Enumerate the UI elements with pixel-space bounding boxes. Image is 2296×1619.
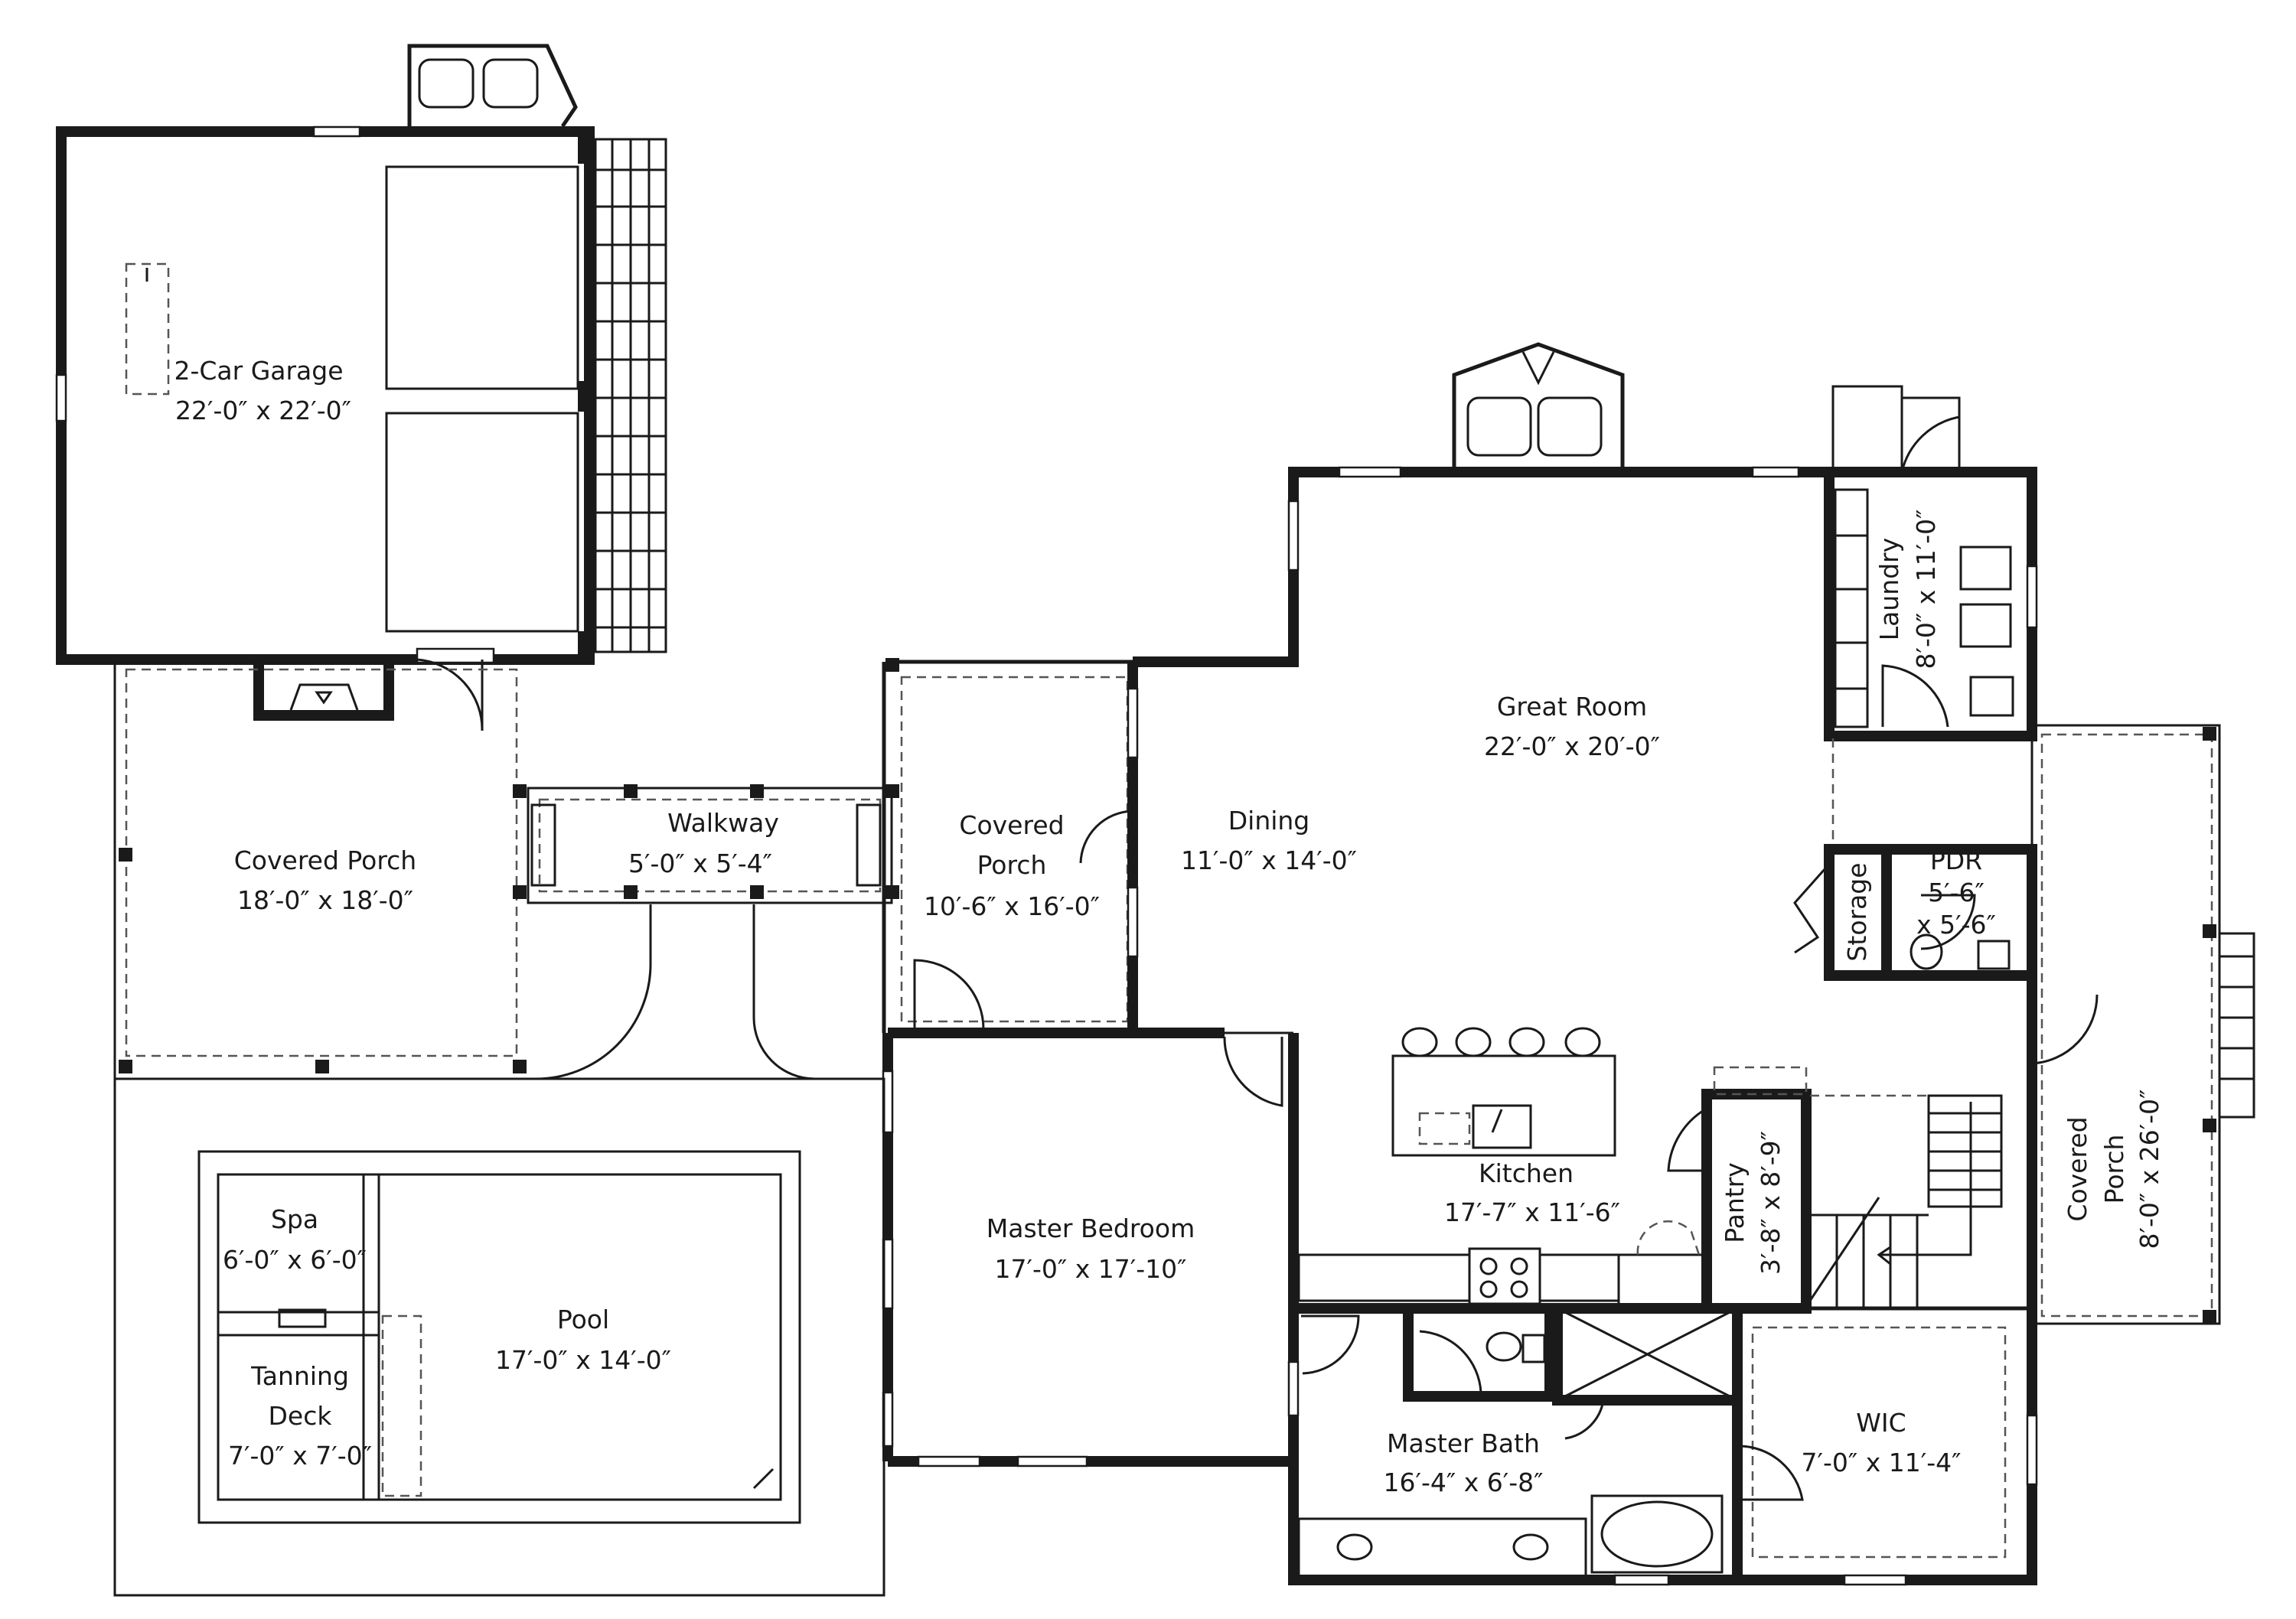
porch-mid-dims: 10′-6″ x 16′-0″ [924, 891, 1100, 921]
pool-name: Pool [557, 1305, 609, 1334]
garage: 2-Car Garage 22′-0″ x 22′-0″ [55, 44, 667, 665]
covered-porch-left: Covered Porch 18′-0″ x 18′-0″ [113, 660, 536, 1080]
wic-dims: 7′-0″ x 11′-4″ [1802, 1448, 1962, 1477]
storage-name: Storage [1842, 862, 1872, 961]
pool-dims: 17′-0″ x 14′-0″ [495, 1345, 671, 1375]
porch-mid-name-1: Covered [959, 810, 1064, 840]
garage-dims: 22′-0″ x 22′-0″ [175, 396, 351, 425]
master-bath: Master Bath 16′-4″ x 6′-8″ [1293, 1303, 2032, 1580]
master-bath-name: Master Bath [1387, 1428, 1540, 1458]
porch-left-dims: 18′-0″ x 18′-0″ [237, 885, 413, 915]
dining-name: Dining [1228, 806, 1310, 836]
pool-area: Spa 6′-0″ x 6′-0″ Tanning Deck 7′-0″ x 7… [113, 1077, 885, 1597]
tanning-deck-dims: 7′-0″ x 7′-0″ [228, 1441, 372, 1471]
porch-mid-name-2: Porch [977, 850, 1047, 880]
pantry: Pantry 3′-8″ x 8′-9″ [1667, 1066, 1812, 1314]
pdr-dims-1: 5′-6″ [1928, 878, 1985, 907]
kitchen: Kitchen 17′-7″ x 11′-6″ [1297, 1027, 1704, 1306]
porch-left-name: Covered Porch [234, 845, 416, 875]
covered-porch-right: Covered Porch 8′-0″ x 26′-0″ [2030, 724, 2255, 1325]
porch-right-name-2: Porch [2099, 1135, 2129, 1204]
porch-right-name-1: Covered [2063, 1116, 2092, 1221]
spa-dims: 6′-0″ x 6′-0″ [223, 1245, 367, 1275]
walkway: Walkway 5′-0″ x 5′-4″ [527, 784, 893, 904]
porch-right-dims: 8′-0″ x 26′-0″ [2135, 1090, 2164, 1249]
tanning-deck-name-1: Tanning [250, 1361, 349, 1391]
walkway-name: Walkway [667, 808, 779, 838]
pantry-dims: 3′-8″ x 8′-9″ [1756, 1131, 1786, 1275]
covered-porch-mid: Covered Porch 10′-6″ x 16′-0″ [882, 658, 1133, 1033]
trellis [594, 138, 667, 653]
great-room-name: Great Room [1497, 692, 1647, 722]
laundry: Laundry 8′-0″ x 11′-0″ [1824, 385, 2037, 851]
dining-dims: 11′-0″ x 14′-0″ [1181, 845, 1357, 875]
wic-name: WIC [1856, 1408, 1906, 1438]
master-bedroom-name: Master Bedroom [987, 1213, 1195, 1243]
ac-units [407, 44, 578, 128]
kitchen-dims: 17′-7″ x 11′-6″ [1444, 1197, 1620, 1227]
wic: WIC 7′-0″ x 11′-4″ [1740, 1326, 2007, 1559]
master-bedroom-dims: 17′-0″ x 17′-10″ [995, 1254, 1187, 1284]
master-bath-dims: 16′-4″ x 6′-8″ [1384, 1468, 1544, 1497]
master-bedroom: Master Bedroom 17′-0″ x 17′-10″ [987, 1213, 1195, 1284]
laundry-name: Laundry [1874, 538, 1904, 640]
stairs [1808, 1094, 2003, 1308]
garage-name: 2-Car Garage [174, 356, 343, 386]
ac-units-top [1452, 342, 1625, 467]
great-room-dims: 22′-0″ x 20′-0″ [1484, 731, 1660, 761]
pdr-dims-2: x 5′-6″ [1916, 910, 1996, 940]
laundry-dims: 8′-0″ x 11′-0″ [1911, 510, 1941, 669]
pantry-name: Pantry [1720, 1162, 1750, 1243]
pdr-name: PDR [1930, 845, 1982, 875]
kitchen-name: Kitchen [1479, 1158, 1574, 1188]
walkway-dims: 5′-0″ x 5′-4″ [628, 849, 772, 878]
spa-name: Spa [271, 1204, 318, 1234]
storage-pdr: Storage PDR 5′-6″ x 5′-6″ [1793, 844, 2037, 981]
tanning-deck-name-2: Deck [269, 1401, 333, 1431]
